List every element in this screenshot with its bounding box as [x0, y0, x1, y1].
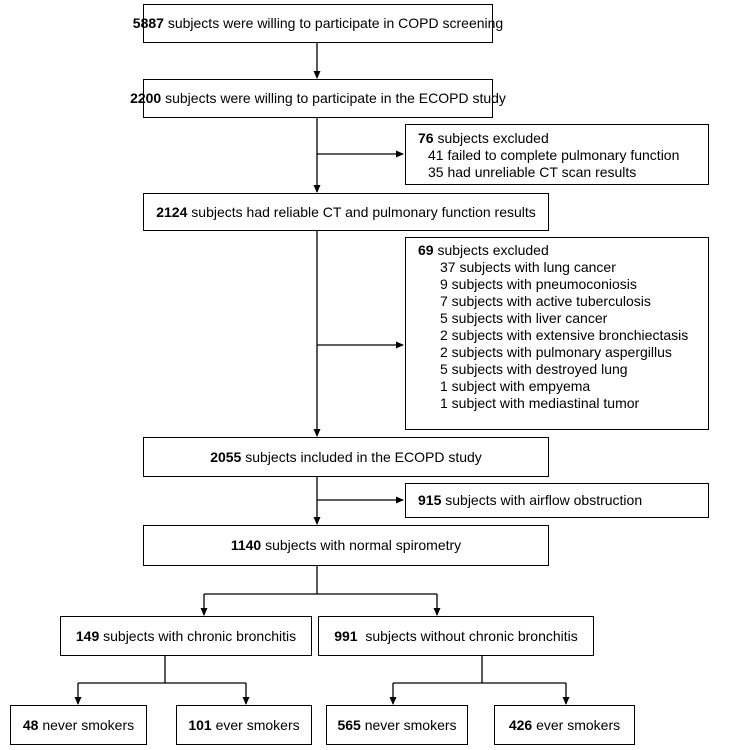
box-ncb-never-smokers: 565 never smokers [326, 705, 468, 745]
exclusion2-item: 9 subjects with pneumoconiosis [440, 276, 637, 292]
exclusion2-item: 2 subjects with extensive bronchiectasis [440, 327, 689, 343]
exclusion1-item: 41 failed to complete pulmonary function [428, 147, 680, 163]
box-screening: 5887 subjects were willing to participat… [133, 4, 503, 43]
exclusion2-item: 1 subject with mediastinal tumor [440, 395, 640, 411]
box-normal-spirometry: 1140 subjects with normal spirometry [143, 525, 549, 566]
box-cb-never-smokers: 48 never smokers [10, 705, 147, 745]
box-ncb-ever-smokers: 426 ever smokers [494, 705, 635, 745]
exclusion2-item: 5 subjects with destroyed lung [440, 361, 628, 377]
box-chronic-bronchitis: 149 subjects with chronic bronchitis [60, 616, 312, 656]
exclusion2-item: 2 subjects with pulmonary aspergillus [440, 344, 672, 360]
exclusion2-item: 37 subjects with lung cancer [440, 259, 616, 275]
box-ecopd-willing: 2200 subjects were willing to participat… [130, 79, 506, 118]
box-exclusion-2: 69 subjects excluded 37 subjects with lu… [405, 237, 709, 430]
exclusion1-item: 35 had unreliable CT scan results [428, 164, 637, 180]
box-cb-ever-smokers: 101 ever smokers [176, 705, 312, 745]
box-exclusion-1: 76 subjects excluded 41 failed to comple… [405, 124, 709, 185]
exclusion2-item: 7 subjects with active tuberculosis [440, 293, 651, 309]
box-included: 2055 subjects included in the ECOPD stud… [143, 437, 549, 477]
exclusion2-item: 1 subject with empyema [440, 378, 591, 394]
box-airflow-obstruction: 915 subjects with airflow obstruction [405, 483, 709, 518]
exclusion2-item: 5 subjects with liver cancer [440, 310, 608, 326]
box-no-chronic-bronchitis: 991 subjects without chronic bronchitis [318, 616, 594, 656]
box-reliable-ct: 2124 subjects had reliable CT and pulmon… [143, 193, 549, 231]
